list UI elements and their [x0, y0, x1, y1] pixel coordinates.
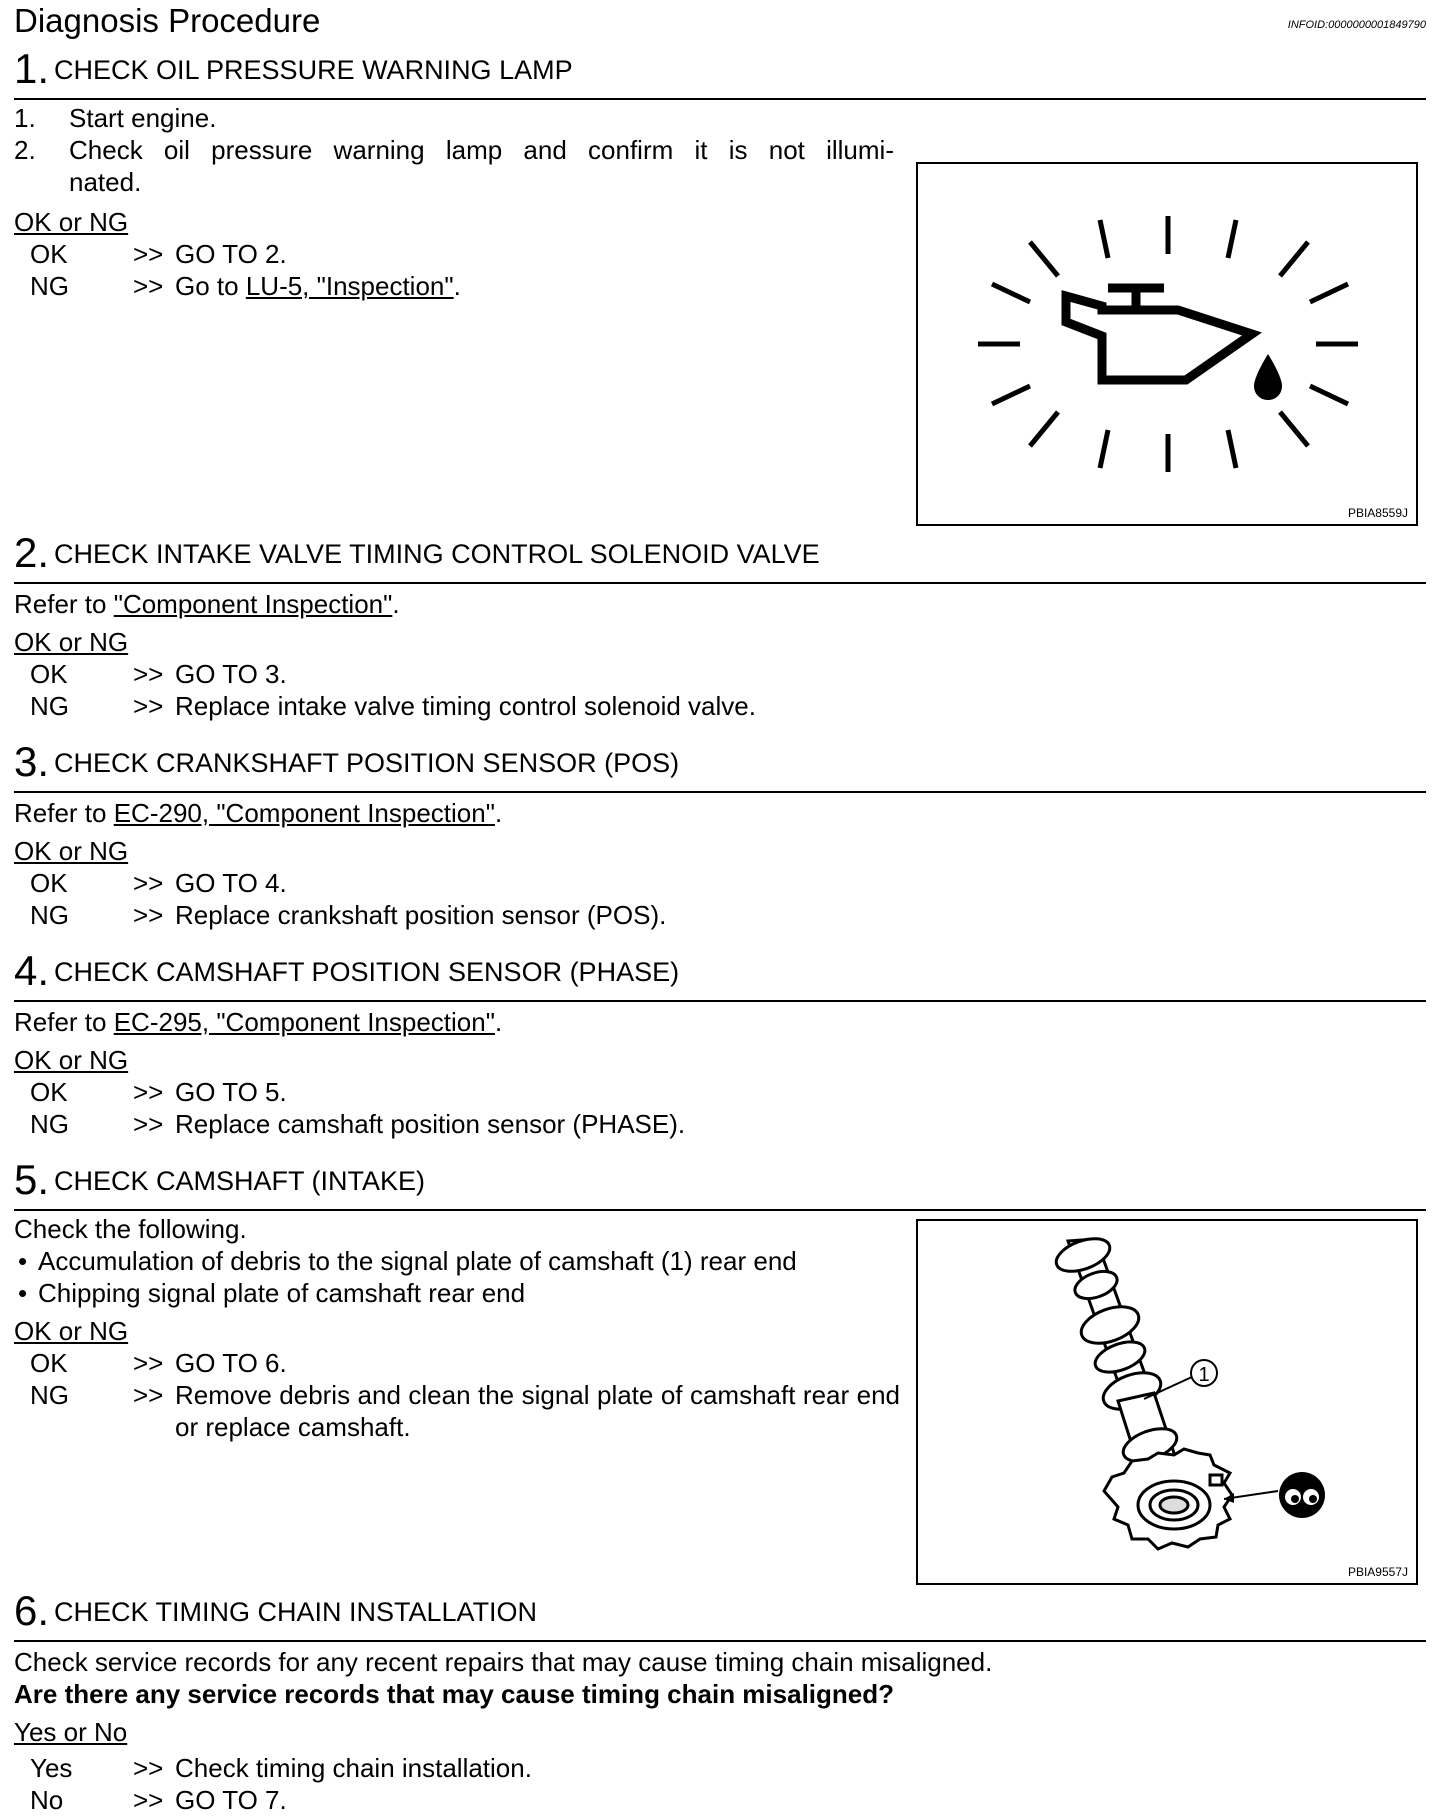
result-label: OK or NG: [14, 207, 129, 237]
step-number: 4.: [14, 947, 50, 994]
result-ng: NG>>Replace camshaft position sensor (PH…: [30, 1109, 686, 1139]
step-title: CHECK TIMING CHAIN INSTALLATION: [54, 1597, 538, 1627]
list-item: •Chipping signal plate of camshaft rear …: [18, 1278, 526, 1308]
refer-line: Refer to "Component Inspection".: [14, 589, 400, 619]
figure-code: PBIA9557J: [1347, 1565, 1408, 1579]
step-title: CHECK CAMSHAFT (INTAKE): [54, 1166, 426, 1196]
step-6: 6. CHECK TIMING CHAIN INSTALLATION Check…: [14, 1590, 1426, 1816]
step-2: 2. CHECK INTAKE VALVE TIMING CONTROL SOL…: [14, 532, 1426, 722]
list-item: 1. Start engine.: [14, 103, 217, 133]
result-ng: NG>>Remove debris and clean the signal p…: [30, 1380, 900, 1442]
result-yes: Yes>>Check timing chain installation.: [30, 1753, 532, 1783]
refer-line: Refer to EC-295, "Component Inspection".: [14, 1007, 503, 1037]
result-label: OK or NG: [14, 836, 129, 866]
oil-can-lamp-icon: [978, 216, 1358, 472]
figure-code: PBIA8559J: [1347, 506, 1408, 520]
step-number: 5.: [14, 1156, 50, 1203]
link-ec-295[interactable]: EC-295, "Component Inspection": [113, 1007, 495, 1037]
inspect-eyes-icon: [1279, 1472, 1325, 1518]
diagnosis-page: Diagnosis Procedure INFOID:0000000001849…: [14, 0, 1426, 1820]
step-number: 1.: [14, 45, 50, 92]
step-5: 5. CHECK CAMSHAFT (INTAKE) Check the fol…: [14, 1159, 1426, 1443]
callout-number: 1: [1198, 1364, 1209, 1386]
step-title: CHECK INTAKE VALVE TIMING CONTROL SOLENO…: [54, 539, 820, 569]
camshaft-illustration-icon: 1: [1054, 1237, 1325, 1551]
step-number: 3.: [14, 738, 50, 785]
result-label: OK or NG: [14, 1045, 129, 1075]
link-component-inspection[interactable]: "Component Inspection": [113, 589, 393, 619]
step-2-header: 2. CHECK INTAKE VALVE TIMING CONTROL SOL…: [14, 532, 1426, 584]
step-3-header: 3. CHECK CRANKSHAFT POSITION SENSOR (POS…: [14, 741, 1426, 793]
result-label: OK or NG: [14, 627, 129, 657]
result-ok: OK>>GO TO 3.: [30, 659, 287, 689]
step-text: Check service records for any recent rep…: [14, 1647, 993, 1677]
callout-circle: [1190, 1359, 1218, 1387]
step-4: 4. CHECK CAMSHAFT POSITION SENSOR (PHASE…: [14, 950, 1426, 1140]
result-label: Yes or No: [14, 1717, 128, 1747]
result-ok: OK>>GO TO 6.: [30, 1348, 287, 1378]
oil-pressure-lamp-figure: PBIA8559J: [916, 162, 1418, 526]
page-title: Diagnosis Procedure: [14, 2, 321, 39]
intro-text: Check the following.: [14, 1214, 247, 1244]
refer-line: Refer to EC-290, "Component Inspection".: [14, 798, 503, 828]
step-4-header: 4. CHECK CAMSHAFT POSITION SENSOR (PHASE…: [14, 950, 1426, 1002]
result-ok: OK>>GO TO 4.: [30, 868, 287, 898]
oil-drop-icon: [1254, 354, 1282, 400]
camshaft-figure: 1 PBIA9557J: [916, 1219, 1418, 1585]
step-3: 3. CHECK CRANKSHAFT POSITION SENSOR (POS…: [14, 741, 1426, 931]
step-title: CHECK CAMSHAFT POSITION SENSOR (PHASE): [54, 957, 680, 987]
step-number: 6.: [14, 1587, 50, 1634]
result-ok: OK>>GO TO 2.: [30, 239, 287, 269]
result-ng: NG>>Replace intake valve timing control …: [30, 691, 756, 721]
result-ng: NG>>Replace crankshaft position sensor (…: [30, 900, 667, 930]
step-1: 1. CHECK OIL PRESSURE WARNING LAMP 1. St…: [14, 48, 1426, 302]
list-item-continuation: nated.: [69, 167, 142, 197]
result-ng: NG>>Go to LU-5, "Inspection".: [30, 271, 461, 301]
list-item: •Accumulation of debris to the signal pl…: [18, 1246, 797, 1276]
result-label: OK or NG: [14, 1316, 129, 1346]
link-lu5-inspection[interactable]: LU-5, "Inspection": [245, 271, 454, 301]
info-id: INFOID:0000000001849790: [1287, 19, 1426, 31]
step-question: Are there any service records that may c…: [14, 1679, 895, 1709]
link-ec-290[interactable]: EC-290, "Component Inspection": [113, 798, 495, 828]
step-title: CHECK OIL PRESSURE WARNING LAMP: [54, 55, 573, 85]
step-title: CHECK CRANKSHAFT POSITION SENSOR (POS): [54, 748, 680, 778]
result-no: No>>GO TO 7.: [30, 1785, 287, 1815]
result-ok: OK>>GO TO 5.: [30, 1077, 287, 1107]
step-1-header: 1. CHECK OIL PRESSURE WARNING LAMP: [14, 48, 1426, 100]
step-6-header: 6. CHECK TIMING CHAIN INSTALLATION: [14, 1590, 1426, 1642]
step-5-header: 5. CHECK CAMSHAFT (INTAKE): [14, 1159, 1426, 1211]
list-item: 2. Check oil pressure warning lamp and c…: [14, 135, 894, 165]
step-number: 2.: [14, 529, 50, 576]
